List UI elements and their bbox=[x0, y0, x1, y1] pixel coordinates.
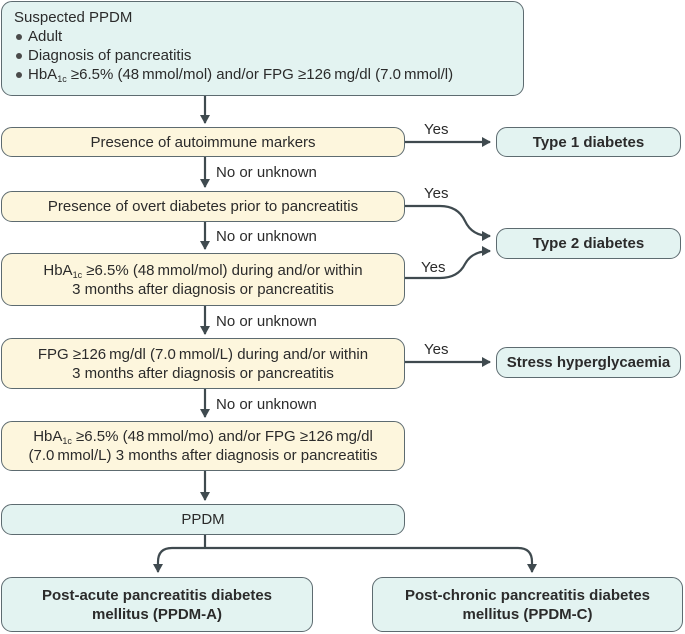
arrow-yes-overt-type2 bbox=[405, 204, 491, 241]
arrow-yes-hba1c-type2 bbox=[405, 246, 491, 280]
ppdm-label: PPDM bbox=[181, 511, 225, 528]
stress-hyperglycaemia-box: Stress hyperglycaemia bbox=[496, 347, 681, 378]
hba-subscript: 1c bbox=[72, 269, 83, 280]
yes-label-stress: Yes bbox=[424, 341, 449, 358]
fpg-during-box: FPG ≥126 mg/dl (7.0 mmol/L) during and/o… bbox=[1, 338, 405, 389]
arrow-split-ppdm-c bbox=[205, 546, 537, 573]
start-item-pancreatitis: Diagnosis of pancreatitis bbox=[14, 46, 511, 65]
yes-label-type1: Yes bbox=[424, 121, 449, 138]
persistent-line1: HbA1c ≥6.5% (48 mmol/mo) and/or FPG ≥126… bbox=[33, 427, 373, 446]
fpg-during-line1: FPG ≥126 mg/dl (7.0 mmol/L) during and/o… bbox=[37, 345, 369, 363]
yes-label-overt: Yes bbox=[424, 185, 449, 202]
arrow-split-ppdm-a bbox=[153, 546, 205, 573]
type2-label: Type 2 diabetes bbox=[532, 235, 645, 252]
no-label-3: No or unknown bbox=[216, 313, 317, 330]
ppdm-c-box: Post-chronic pancreatitis diabetes melli… bbox=[372, 577, 683, 632]
hba1c-during-text1: ≥6.5% (48 mmol/mol) during and/or within bbox=[82, 261, 363, 279]
overt-label: Presence of overt diabetes prior to panc… bbox=[47, 198, 359, 215]
persistent-line2: (7.0 mmol/L) 3 months after diagnosis or… bbox=[28, 447, 378, 464]
type1-label: Type 1 diabetes bbox=[532, 133, 645, 151]
autoimmune-markers-box: Presence of autoimmune markers bbox=[1, 127, 405, 157]
hba-text: HbA bbox=[33, 428, 63, 445]
persistent-hyperglycaemia-box: HbA1c ≥6.5% (48 mmol/mo) and/or FPG ≥126… bbox=[1, 421, 405, 471]
ppdm-a-box: Post-acute pancreatitis diabetes mellitu… bbox=[1, 577, 313, 632]
ppdm-a-label: Post-acute pancreatitis diabetes mellitu… bbox=[41, 586, 273, 623]
persistent-text1: ≥6.5% (48 mmol/mo) and/or FPG ≥126 mg/dl bbox=[71, 428, 373, 445]
stress-label: Stress hyperglycaemia bbox=[506, 354, 671, 371]
start-criteria-text: ≥6.5% (48 mmol/mol) and/or FPG ≥126 mg/d… bbox=[66, 66, 454, 83]
no-label-1: No or unknown bbox=[216, 164, 317, 181]
start-item-glycaemia: HbA1c ≥6.5% (48 mmol/mol) and/or FPG ≥12… bbox=[14, 65, 511, 84]
ppdm-box: PPDM bbox=[1, 504, 405, 535]
hba1c-during-line2: 3 months after diagnosis or pancreatitis bbox=[72, 280, 334, 298]
autoimmune-label: Presence of autoimmune markers bbox=[90, 133, 316, 151]
hba-subscript: 1c bbox=[57, 74, 67, 84]
hba-text: HbA bbox=[43, 261, 73, 279]
no-label-2: No or unknown bbox=[216, 228, 317, 245]
ppdm-c-label: Post-chronic pancreatitis diabetes melli… bbox=[404, 586, 651, 623]
start-item-adult: Adult bbox=[14, 27, 511, 46]
hba-text: HbA bbox=[28, 66, 58, 83]
hba-subscript: 1c bbox=[62, 436, 72, 446]
overt-diabetes-box: Presence of overt diabetes prior to panc… bbox=[1, 191, 405, 222]
no-label-4: No or unknown bbox=[216, 396, 317, 413]
start-title: Suspected PPDM bbox=[14, 9, 133, 26]
hba1c-during-box: HbA1c ≥6.5% (48 mmol/mol) during and/or … bbox=[1, 253, 405, 306]
start-criteria-list: Adult Diagnosis of pancreatitis HbA1c ≥6… bbox=[14, 27, 511, 84]
fpg-during-line2: 3 months after diagnosis or pancreatitis bbox=[72, 364, 334, 382]
suspected-ppdm-box: Suspected PPDM Adult Diagnosis of pancre… bbox=[1, 1, 524, 96]
hba1c-during-line1: HbA1c ≥6.5% (48 mmol/mol) during and/or … bbox=[43, 261, 362, 280]
type2-diabetes-box: Type 2 diabetes bbox=[496, 228, 681, 259]
yes-label-hba1c: Yes bbox=[421, 259, 446, 276]
type1-diabetes-box: Type 1 diabetes bbox=[496, 127, 681, 157]
